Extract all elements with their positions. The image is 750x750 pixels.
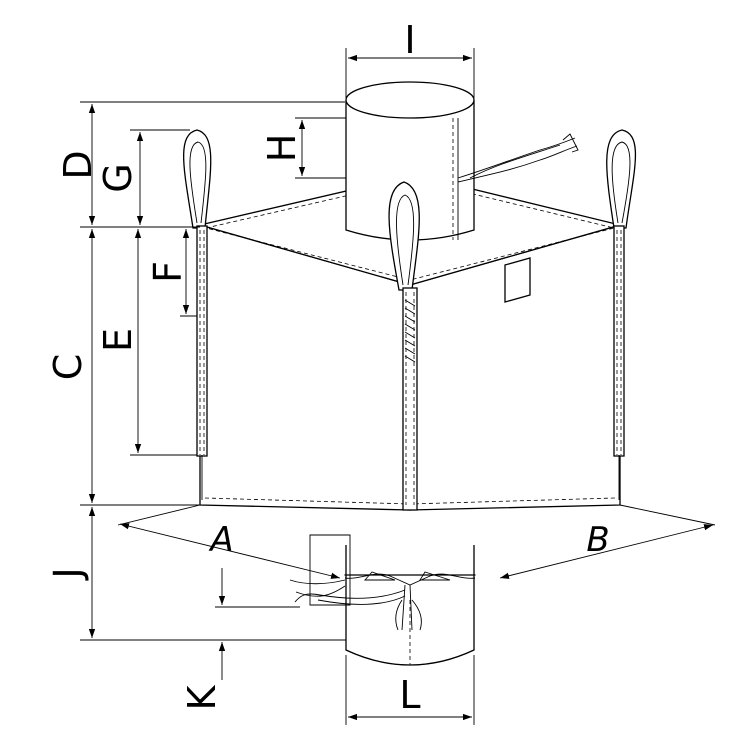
label-I: I [404,18,415,62]
dimension-A: A [119,520,341,579]
bag-base [117,504,716,526]
label-K: K [180,684,224,710]
lifting-loop-right [606,129,637,500]
label-D: D [56,150,100,179]
document-pouch [504,257,531,303]
dimension-F: F [146,229,197,317]
dimension-J: J [46,507,346,641]
lifting-loop-left [182,129,212,500]
dimension-L: L [345,655,475,725]
label-L: L [399,673,420,717]
label-F: F [146,261,190,283]
label-G: G [96,163,140,192]
label-C: C [46,354,90,381]
dimension-G: G [96,129,190,225]
lifting-loop-front [388,181,420,511]
dimension-C: C [46,229,200,506]
bottom-discharge-spout [309,534,475,666]
dimension-D: D [56,101,345,228]
dimension-I: I [345,18,475,98]
dimension-H: H [260,117,346,179]
dimension-B: B [499,520,714,579]
label-E: E [96,328,140,352]
dimension-K: K [180,568,300,710]
discharge-tie [289,571,476,631]
dimension-E: E [96,229,197,456]
label-J: J [46,567,90,580]
label-B: B [586,520,609,560]
label-A: A [208,520,233,560]
label-H: H [260,134,304,163]
